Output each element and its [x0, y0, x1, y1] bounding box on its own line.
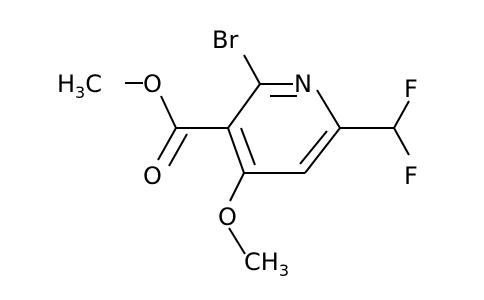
- nitrogen-label: N: [294, 70, 312, 98]
- bond-n1-c6: [316, 89, 341, 129]
- ester-oxygen-label: O: [143, 70, 162, 98]
- methoxy-methyl-subscript: 3: [279, 261, 289, 280]
- bond-c4-c3-inner: [240, 127, 256, 166]
- ester-methyl-h: H: [57, 70, 75, 98]
- bond-c6-c5-inner: [299, 130, 328, 165]
- ester-methyl-c: C: [85, 70, 102, 98]
- methoxy-methyl-ch: CH: [244, 248, 279, 276]
- bond-carbonyl-o-inner: [168, 133, 188, 167]
- fluorine-top-label: F: [404, 75, 418, 103]
- fluorine-bottom-label: F: [404, 162, 418, 190]
- bond-c4-methoxy-o: [229, 172, 245, 202]
- bond-carbonyl-o: [157, 127, 177, 161]
- bond-c4-c3: [227, 127, 245, 174]
- bond-c6-c5: [304, 127, 341, 174]
- ester-methyl-subscript: 3: [75, 83, 85, 102]
- methoxy-methyl-label: CH3: [244, 248, 289, 280]
- carbonyl-oxygen-label: O: [143, 162, 162, 190]
- bond-methoxy-o-ch3: [228, 227, 246, 255]
- bromine-label: Br: [212, 26, 238, 54]
- methoxy-oxygen-label: O: [218, 203, 237, 231]
- bond-c2-br: [243, 54, 261, 85]
- atom-labels: Br N F F O O O H3C CH3: [57, 26, 418, 280]
- bonds: [125, 54, 410, 255]
- ester-methyl-label: H3C: [57, 70, 102, 102]
- bond-carbonyl-ester-o: [160, 95, 177, 129]
- bond-chf2-f-bottom: [393, 127, 410, 156]
- bond-chf2-f-top: [393, 100, 410, 129]
- bond-c3-c2: [227, 83, 261, 129]
